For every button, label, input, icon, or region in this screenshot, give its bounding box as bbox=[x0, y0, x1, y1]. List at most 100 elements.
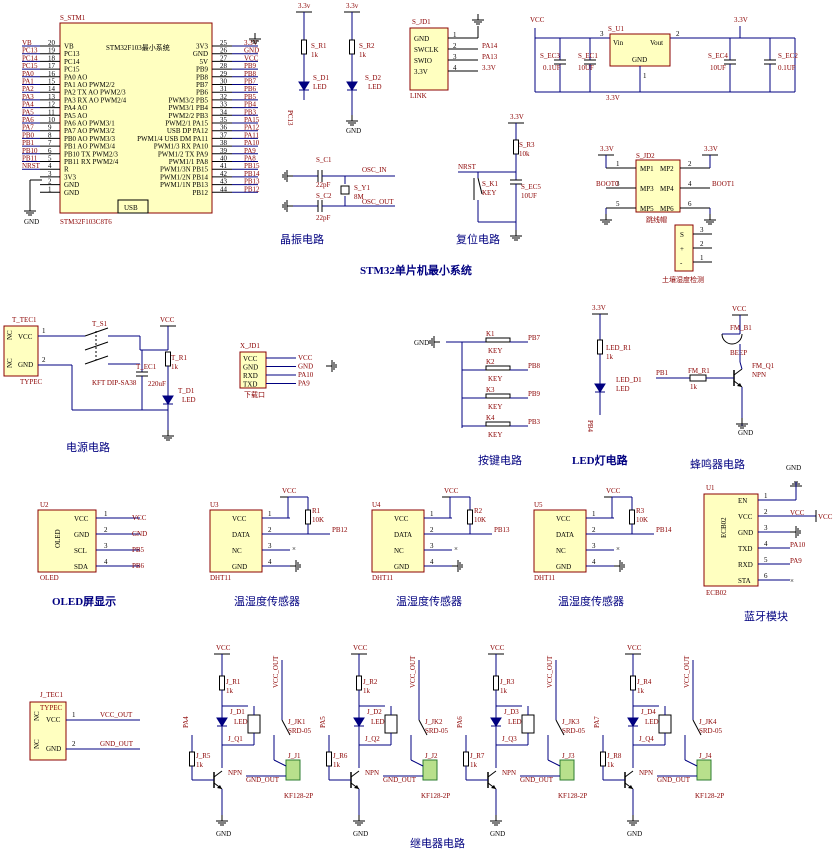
dht-pin-num: 2 bbox=[430, 526, 434, 534]
mcu-right-pin-name: PB7 bbox=[196, 81, 209, 89]
relay-base-resistor bbox=[189, 751, 195, 767]
dht-sensor: U5VCC1DATA2NC3GND4VCCR310KPB14×DHT11温湿度传… bbox=[533, 487, 672, 608]
relay-jk-value: SRD-05 bbox=[562, 727, 585, 735]
dht-r-value: 10K bbox=[474, 516, 486, 524]
mcu-left-net: PC13 bbox=[22, 47, 38, 55]
crystal-caption: 晶振电路 bbox=[280, 232, 324, 246]
ldo-designator: S_U1 bbox=[608, 25, 624, 33]
relay-jk-value: SRD-05 bbox=[425, 727, 448, 735]
buzzer-gnd-label: GND bbox=[738, 429, 753, 437]
dht-net: PB12 bbox=[332, 526, 348, 534]
relay-vcc-net: VCC bbox=[353, 644, 368, 652]
soil-pin-num: 3 bbox=[700, 226, 704, 234]
swd-pin-net: PA13 bbox=[482, 53, 498, 61]
mcu-right-pin-name: PB12 bbox=[192, 189, 208, 197]
mcu-left-pin-name: VB bbox=[64, 43, 74, 51]
led1-d-value: LED bbox=[313, 83, 327, 91]
dht-vcc-net: VCC bbox=[606, 487, 621, 495]
relay-transistor bbox=[624, 770, 634, 790]
relay-d-designator: J_D3 bbox=[504, 708, 519, 716]
boot0-net: BOOT0 bbox=[596, 180, 619, 188]
dht-caption: 温湿度传感器 bbox=[558, 594, 624, 608]
mcu-left-pin-name: PC13 bbox=[64, 50, 80, 58]
ledc-r-value: 1k bbox=[606, 353, 614, 361]
mcu-left-pin-num: 3 bbox=[48, 170, 52, 178]
dht-part: DHT11 bbox=[372, 574, 394, 582]
swd-body bbox=[409, 27, 449, 91]
dht-pin-num: 1 bbox=[592, 510, 596, 518]
mcu-right-pin-name: USB DP PA12 bbox=[167, 127, 209, 135]
led1-resistor bbox=[301, 39, 307, 55]
boot-part: 跳线帽 bbox=[646, 215, 667, 224]
bt-gnd-label: GND bbox=[786, 464, 801, 472]
mcu-right-pin-num: 38 bbox=[220, 139, 228, 147]
dht-designator: U4 bbox=[372, 501, 381, 509]
relay-q-value: NPN bbox=[639, 769, 653, 777]
osc-in-label: OSC_IN bbox=[362, 166, 387, 174]
mcu-left-net: PA0 bbox=[22, 70, 34, 78]
relay-gnd-symbol bbox=[626, 814, 640, 826]
boot-body bbox=[635, 159, 681, 213]
swd-pin-name: SWIO bbox=[414, 57, 432, 65]
mcu-left-net: PC14 bbox=[22, 54, 38, 62]
key-switch bbox=[485, 337, 511, 343]
out-tec-designator: J_TEC1 bbox=[40, 691, 63, 699]
dht-gnd-symbol bbox=[451, 559, 463, 573]
mcu-right-pin-num: 43 bbox=[220, 178, 228, 186]
mcu-left-net: PA3 bbox=[22, 93, 34, 101]
mcu-right-pin-name: PWM3/2 PB5 bbox=[169, 96, 209, 104]
mcu-right-pin-name: 5V bbox=[199, 58, 208, 66]
boot-pin-num-left: 3 bbox=[616, 180, 620, 188]
relay-q-designator: J_Q1 bbox=[228, 735, 243, 743]
dht-pin-num: 3 bbox=[592, 542, 596, 550]
soil-pin-name: S bbox=[680, 231, 684, 239]
mcu-left-pin-num: 1 bbox=[48, 185, 52, 193]
relay-r-value: 1k bbox=[637, 687, 645, 695]
out-tec-nc1: NC bbox=[33, 711, 41, 721]
mcu-right-net: PB7 bbox=[244, 78, 257, 86]
mcu-right-pin-num: 37 bbox=[220, 131, 228, 139]
dht-pin-name: VCC bbox=[232, 515, 247, 523]
out-tec-type: TYPEC bbox=[40, 704, 63, 712]
power-tec-designator: T_TEC1 bbox=[12, 316, 37, 324]
bt-vcc-net: VCC bbox=[818, 513, 833, 521]
relay-j-designator: J_J1 bbox=[288, 752, 301, 760]
dht-net: PB14 bbox=[656, 526, 672, 534]
dht-pin-num: 3 bbox=[430, 542, 434, 550]
relay-contact-blade bbox=[692, 719, 702, 736]
relay-d-value: LED bbox=[371, 718, 385, 726]
relay-q-designator: J_Q3 bbox=[502, 735, 517, 743]
mcu-left-pin-num: 6 bbox=[48, 147, 52, 155]
y1-body bbox=[340, 185, 350, 195]
dht-pin-num: 3 bbox=[268, 542, 272, 550]
relay-led bbox=[490, 717, 502, 727]
ldo-gnd-net: 3.3V bbox=[606, 94, 620, 102]
ledc-resistor bbox=[597, 339, 603, 355]
oled-pin-name: SCL bbox=[74, 547, 87, 555]
mcu-right-pin-num: 39 bbox=[220, 147, 228, 155]
ldo-vout: Vout bbox=[650, 39, 663, 47]
mcu-left-net: PA6 bbox=[22, 116, 34, 124]
mcu-left-pin-num: 12 bbox=[48, 101, 56, 109]
mcu-left-net: PA4 bbox=[22, 101, 34, 109]
bt-sta-nc-x: × bbox=[790, 577, 794, 585]
mcu-left-pin-name: PB11 RX PWM2/4 bbox=[64, 158, 119, 166]
onboard-leds: 3.3v 3.3v S_R1 1k S_R2 1k S_D1 LED S_D2 … bbox=[286, 2, 382, 135]
relay-j-value: KF128-2P bbox=[421, 792, 450, 800]
relay-q-value: NPN bbox=[502, 769, 516, 777]
mcu-left-net: PB1 bbox=[22, 139, 35, 147]
dht-pin-num: 4 bbox=[430, 558, 434, 566]
dht-pin-name: GND bbox=[556, 563, 571, 571]
dht-pin-num: 2 bbox=[268, 526, 272, 534]
led2-r-designator: S_R2 bbox=[359, 42, 375, 50]
led-pwr-label-2: 3.3v bbox=[346, 2, 359, 10]
reset-resistor bbox=[513, 139, 519, 155]
key-value: KEY bbox=[488, 403, 502, 411]
relay-j-designator: J_J2 bbox=[425, 752, 438, 760]
relay-coil bbox=[247, 714, 261, 734]
relay-q-value: NPN bbox=[228, 769, 242, 777]
dht-pullup-resistor bbox=[629, 509, 635, 525]
relay-vccout-net: VCC_OUT bbox=[272, 655, 280, 688]
power-caption: 电源电路 bbox=[66, 440, 110, 454]
ledc-r-designator: LED_R1 bbox=[606, 344, 632, 352]
